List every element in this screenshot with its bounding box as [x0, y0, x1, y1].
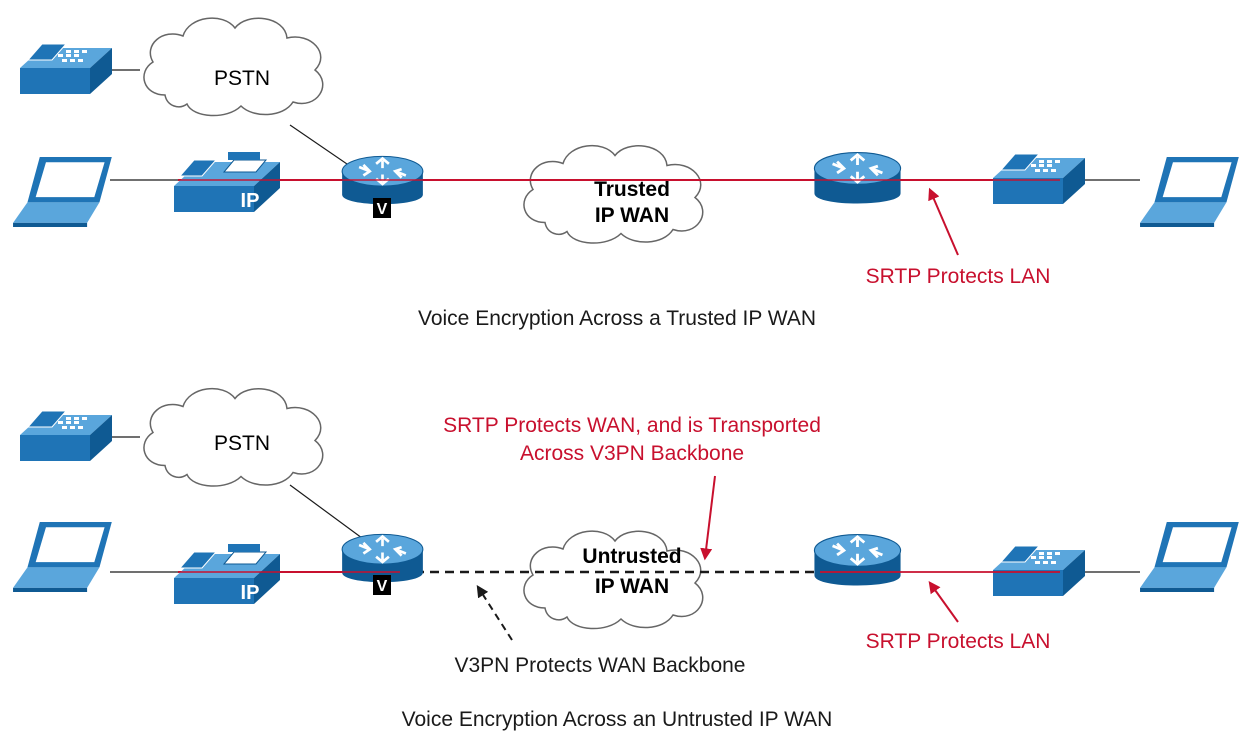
wan-label-line2: IP WAN: [595, 204, 669, 227]
diagram-untrusted: PSTN Untrusted IP WAN IP V SRTP Protects…: [13, 387, 1239, 731]
laptop-left-icon: [13, 157, 112, 227]
pstn-phone-icon: [19, 43, 113, 95]
voice-badge-box: [373, 198, 391, 218]
phone-right-icon: [992, 153, 1086, 205]
ip-phone-badge: IP: [241, 582, 260, 604]
pstn-label: PSTN: [214, 432, 270, 455]
srtp-wan-arrow: [700, 475, 716, 561]
pstn-phone-icon: [19, 410, 113, 462]
diagram-trusted: PSTN Trusted IP WAN IP V SRTP Protects L…: [13, 17, 1239, 330]
voice-badge: V: [377, 578, 388, 595]
laptop-right-icon: [1140, 157, 1239, 227]
router-right-icon: [812, 533, 903, 588]
srtp-lan-label: SRTP Protects LAN: [866, 265, 1051, 288]
ip-phone-icon: [173, 151, 281, 213]
ip-phone-badge: IP: [241, 190, 260, 212]
v3pn-label: V3PN Protects WAN Backbone: [454, 654, 745, 677]
voice-badge: V: [377, 201, 388, 218]
pstn-label: PSTN: [214, 67, 270, 90]
v3pn-arrow: [476, 584, 513, 641]
voice-badge-box: [373, 575, 391, 595]
wan-label-line2: IP WAN: [595, 575, 669, 598]
srtp-lan-arrow: [928, 187, 959, 256]
wan-label-line1: Trusted: [594, 178, 670, 201]
phone-right-icon: [992, 545, 1086, 597]
laptop-right-icon: [1140, 522, 1239, 592]
srtp-lan-label: SRTP Protects LAN: [866, 630, 1051, 653]
srtp-wan-label-line2: Across V3PN Backbone: [520, 442, 744, 465]
diagram-caption: Voice Encryption Across a Trusted IP WAN: [418, 307, 816, 330]
srtp-lan-arrow: [928, 581, 959, 623]
ip-phone-icon: [173, 543, 281, 605]
laptop-left-icon: [13, 522, 112, 592]
srtp-wan-label-line1: SRTP Protects WAN, and is Transported: [443, 414, 821, 437]
router-right-icon: [812, 151, 903, 206]
diagram-caption: Voice Encryption Across an Untrusted IP …: [402, 708, 833, 731]
wan-label-line1: Untrusted: [582, 545, 681, 568]
